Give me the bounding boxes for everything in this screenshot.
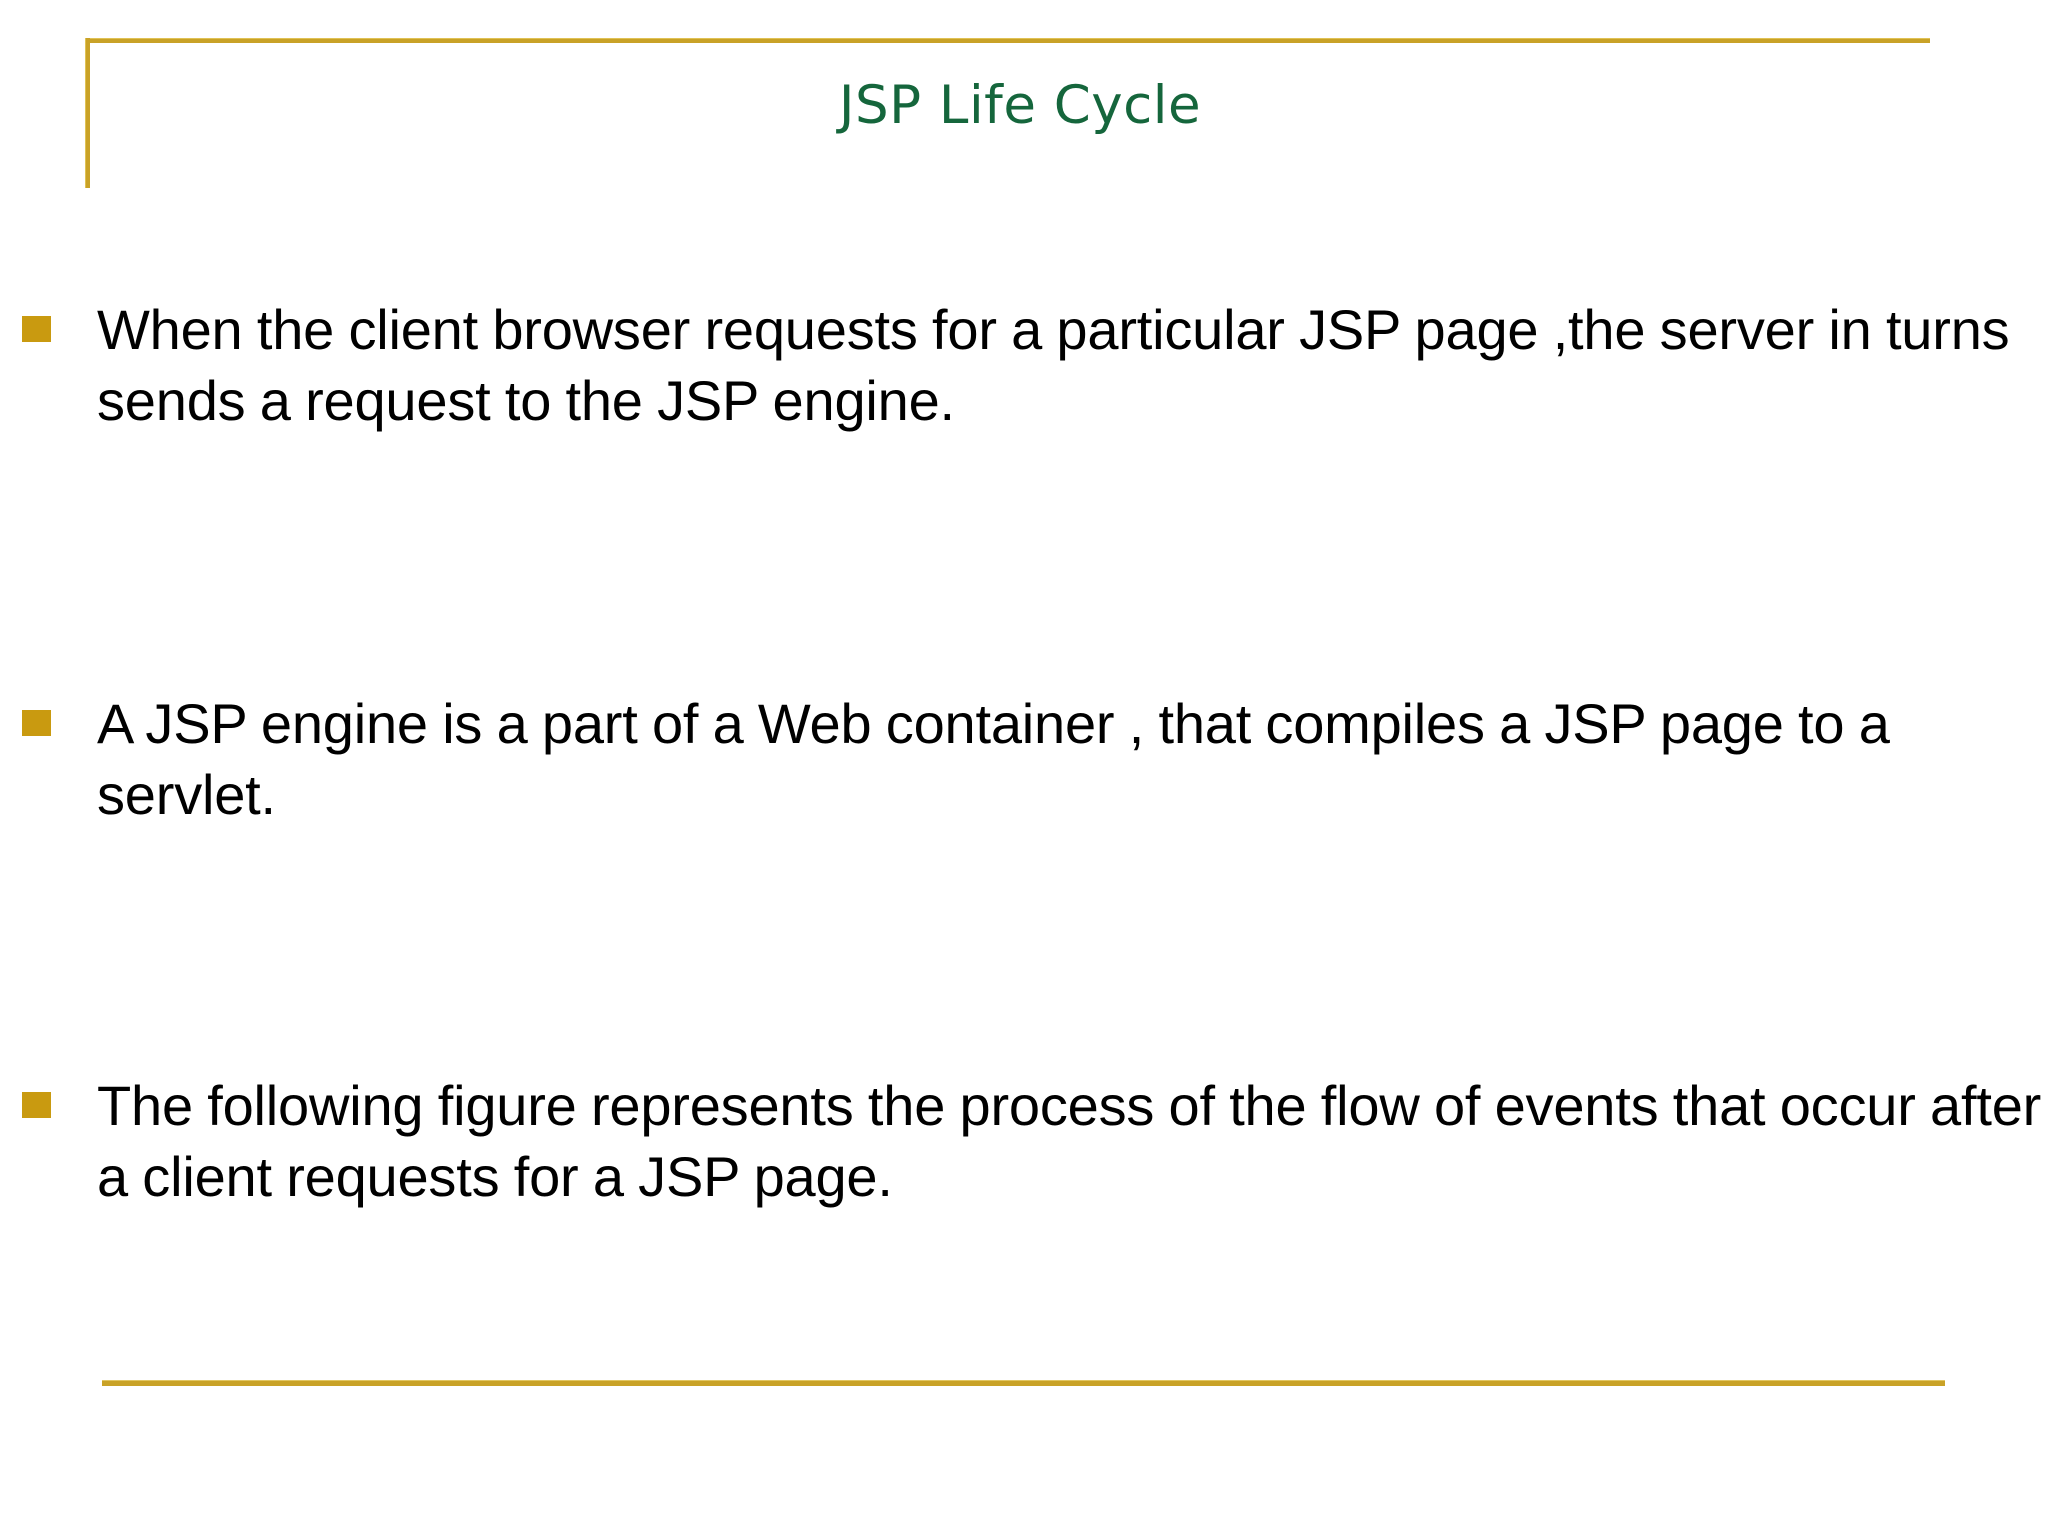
bullet-text-2: A JSP engine is a part of a Web containe… [97,692,1890,827]
title-area: JSP Life Cycle [90,78,1950,134]
top-accent-rule [85,38,1930,43]
bullet-item-3: The following figure represents the proc… [22,1070,2042,1212]
square-bullet-icon [22,1092,51,1118]
slide-title: JSP Life Cycle [838,75,1202,136]
bullet-item-2: A JSP engine is a part of a Web containe… [22,688,2042,830]
square-bullet-icon [22,316,51,342]
bottom-accent-rule [102,1380,1945,1386]
left-accent-rule [85,38,90,188]
bullet-text-3: The following figure represents the proc… [97,1074,2042,1209]
square-bullet-icon [22,710,51,736]
bullet-text-1: When the client browser requests for a p… [97,298,2010,433]
bullet-item-1: When the client browser requests for a p… [22,294,2042,436]
slide-body: When the client browser requests for a p… [0,270,2048,1360]
